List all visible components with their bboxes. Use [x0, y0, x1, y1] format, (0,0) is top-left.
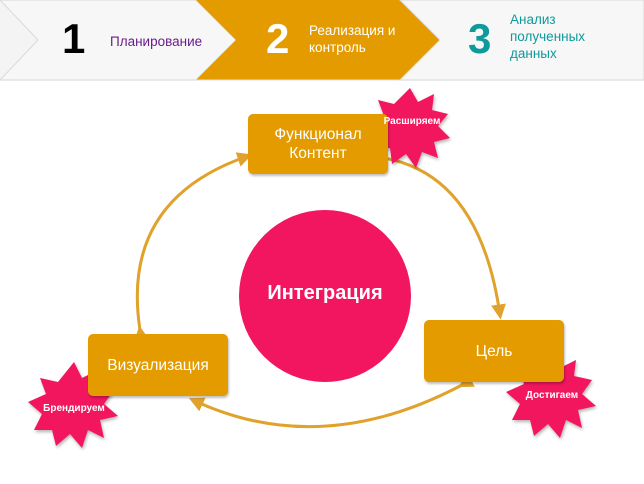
- badge-right-label: Достигаем: [525, 390, 579, 401]
- step-2-chevron: [196, 0, 440, 80]
- center-label: Интеграция: [267, 282, 383, 304]
- badge-left-label: Брендируем: [43, 403, 105, 414]
- step-2-number: 2: [266, 15, 290, 62]
- box-functional-content-label: Функционал Контент: [274, 126, 362, 162]
- badge-top-label: Расширяем: [383, 116, 441, 127]
- badge-top-burst: [368, 88, 450, 168]
- step-3-number: 3: [468, 15, 492, 62]
- arrow-left-to-top: [134, 152, 253, 342]
- step-3-label: Анализ полученных данных: [510, 12, 586, 61]
- center-circle: [239, 210, 411, 382]
- box-functional-content: Функционал Контент: [248, 114, 388, 174]
- box-goal: Цель: [424, 320, 564, 382]
- step-1-label: Планирование: [110, 34, 203, 49]
- arrow-top-to-right: [383, 156, 506, 320]
- arrow-right-to-left: [188, 373, 475, 429]
- box-goal-label: Цель: [475, 342, 513, 360]
- box-visualization-label: Визуализация: [107, 356, 209, 374]
- box-visualization: Визуализация: [88, 334, 228, 396]
- step-1-number: 1: [62, 15, 86, 62]
- step-2-label: Реализация и контроль: [309, 23, 396, 55]
